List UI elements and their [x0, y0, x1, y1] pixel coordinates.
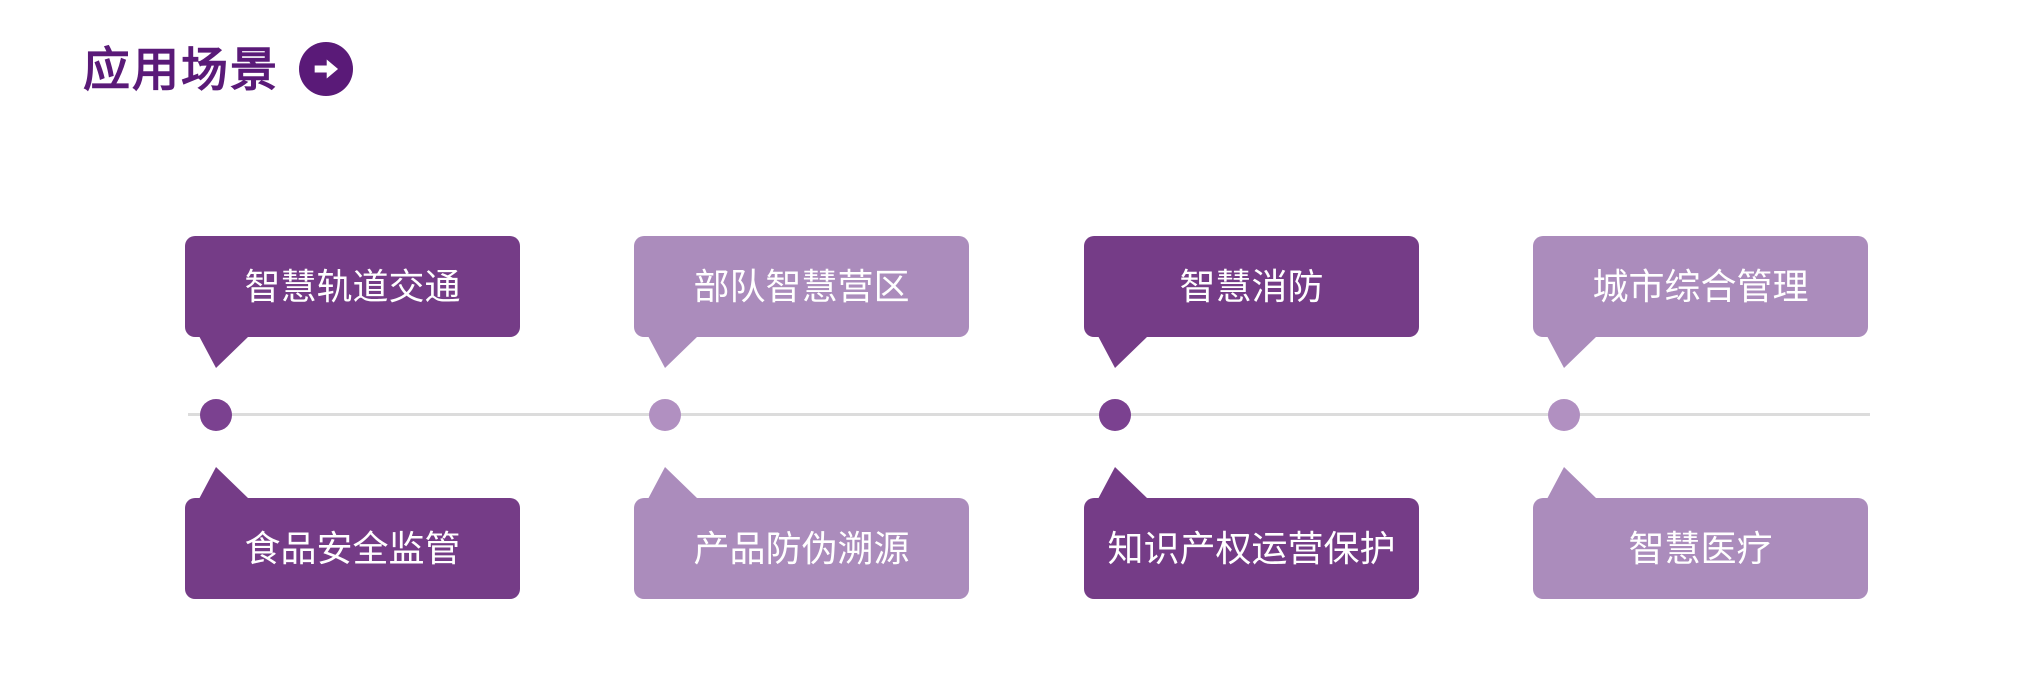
bubble-tail-down [648, 336, 698, 368]
bubble-label: 部队智慧营区 [693, 265, 910, 307]
timeline-dot-1 [200, 399, 232, 431]
timeline-dot-4 [1548, 399, 1580, 431]
bubble-label: 产品防伪溯源 [693, 527, 910, 569]
scenario-bubble-city-management: 城市综合管理 [1533, 236, 1868, 368]
bubble-label: 智慧轨道交通 [244, 265, 461, 307]
scenario-bubble-military-smart-camp: 部队智慧营区 [634, 236, 969, 368]
bubble-tail-down [199, 336, 249, 368]
bubble-tail-up [1547, 467, 1597, 499]
bubble-label: 智慧医疗 [1628, 527, 1773, 569]
timeline-dot-3 [1099, 399, 1131, 431]
scenario-bubble-smart-firefighting: 智慧消防 [1084, 236, 1419, 368]
bubble-tail-down [1098, 336, 1148, 368]
right-arrow-icon [299, 42, 353, 96]
diagram-header: 应用场景 [83, 42, 353, 96]
scenario-bubble-smart-healthcare: 智慧医疗 [1533, 467, 1868, 599]
scenario-bubble-smart-rail-transit: 智慧轨道交通 [185, 236, 520, 368]
bubble-tail-up [648, 467, 698, 499]
bubble-label: 食品安全监管 [244, 527, 461, 569]
scenario-bubble-anticounterfeit-trace: 产品防伪溯源 [634, 467, 969, 599]
scenario-bubble-food-safety: 食品安全监管 [185, 467, 520, 599]
timeline-dot-2 [649, 399, 681, 431]
scenario-bubble-ip-protection: 知识产权运营保护 [1084, 467, 1419, 599]
timeline-line [188, 413, 1870, 416]
page-title: 应用场景 [83, 42, 279, 96]
bubble-tail-up [199, 467, 249, 499]
bubble-label: 知识产权运营保护 [1107, 527, 1396, 569]
bubble-label: 智慧消防 [1179, 265, 1324, 307]
bubble-tail-down [1547, 336, 1597, 368]
bubble-tail-up [1098, 467, 1148, 499]
bubble-label: 城市综合管理 [1592, 265, 1809, 307]
